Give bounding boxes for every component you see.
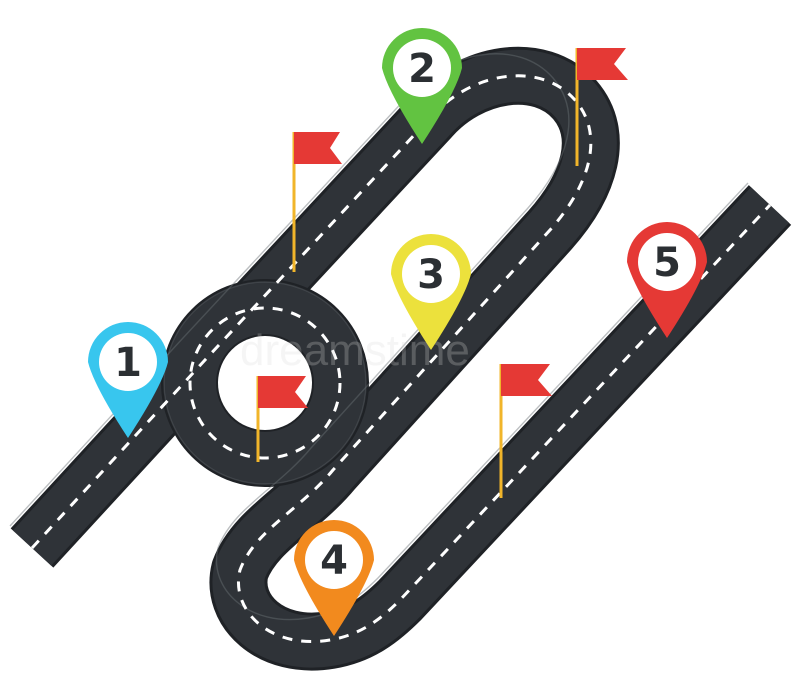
- map-pin-icon: 3: [391, 234, 471, 350]
- pin-label-2: 2: [408, 46, 436, 92]
- pin-label-5: 5: [653, 240, 681, 286]
- road: [9, 46, 792, 671]
- map-pin-icon: 5: [627, 222, 707, 338]
- flag-icon: [499, 364, 552, 498]
- flag-icon: [256, 376, 308, 462]
- pin-label-1: 1: [114, 340, 142, 386]
- map-pin-icon: 1: [88, 322, 168, 438]
- pin-label-3: 3: [417, 252, 445, 298]
- map-pin-icon: 4: [294, 520, 374, 636]
- pin-label-4: 4: [320, 538, 348, 584]
- map-pin-icon: 2: [382, 28, 462, 144]
- flag-icon: [292, 132, 342, 272]
- flag-icon: [575, 48, 628, 166]
